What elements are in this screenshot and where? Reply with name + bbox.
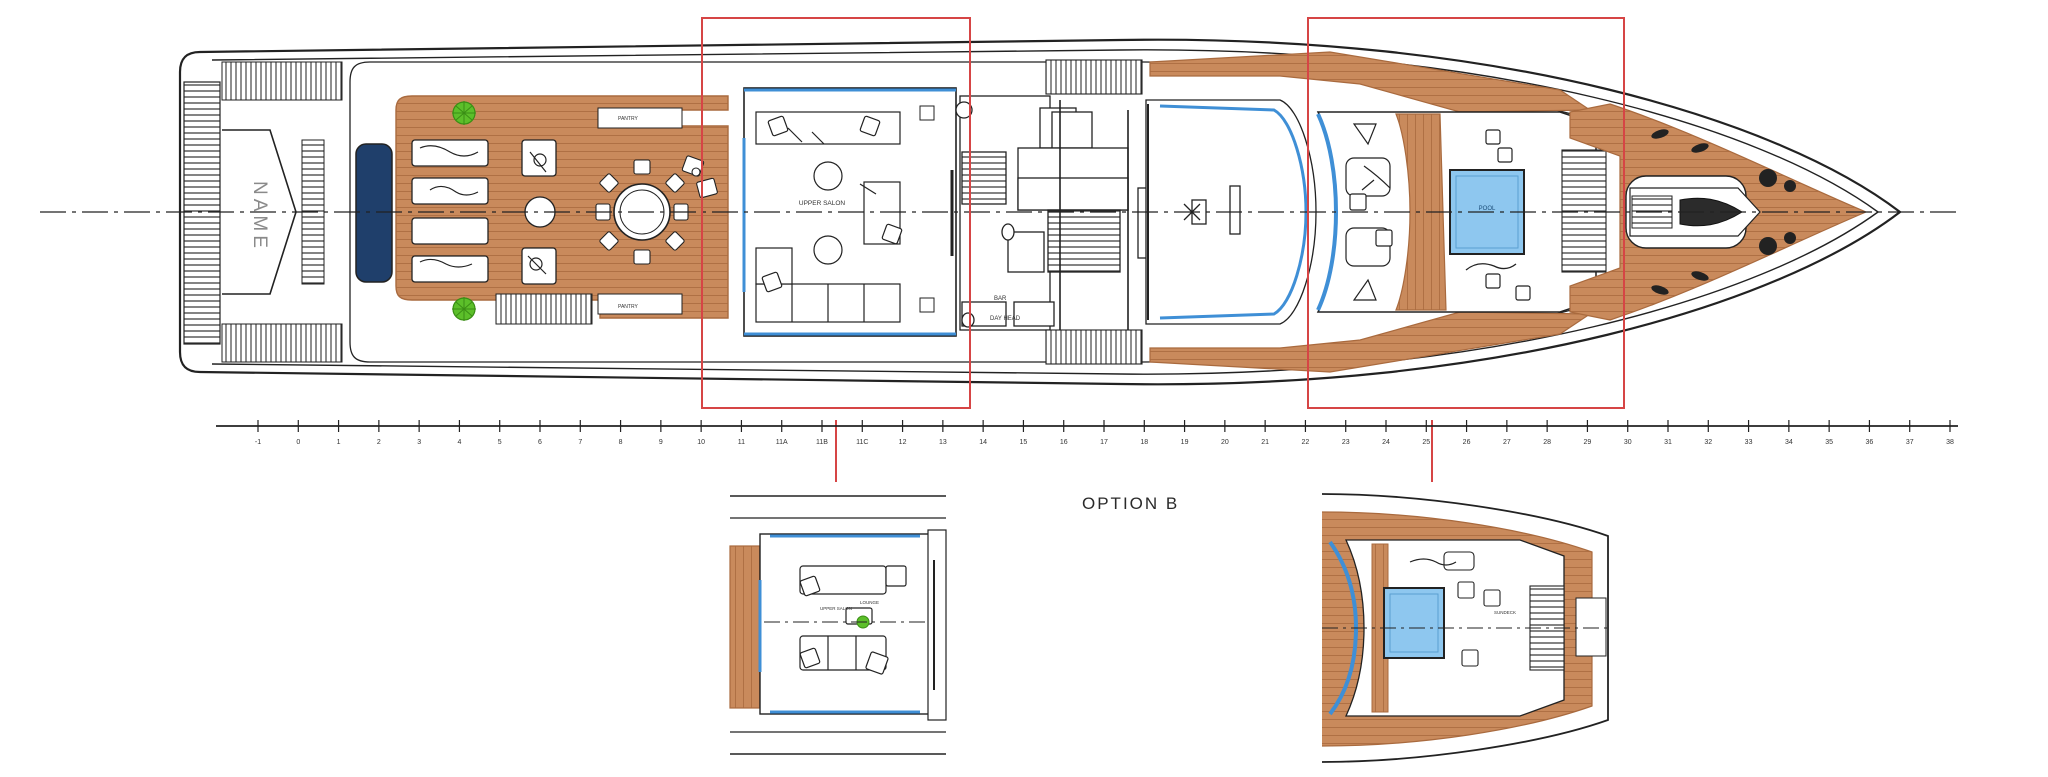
scale-tick-label: 22: [1302, 439, 1310, 446]
scale-tick-label: 31: [1664, 439, 1672, 446]
scale-tick-label: 24: [1382, 439, 1390, 446]
planter-aft-bottom-icon: [452, 297, 476, 321]
scale-tick-label: 11B: [816, 439, 828, 446]
scale-tick-label: 15: [1020, 439, 1028, 446]
stern-name-marking: NAME: [249, 181, 270, 252]
scale-tick-label: 21: [1261, 439, 1269, 446]
label-dayhead: DAY HEAD: [990, 316, 1021, 322]
scale-tick-label: 9: [659, 439, 663, 446]
stern-swim-platform: [183, 61, 393, 363]
scale-tick-label: 33: [1745, 439, 1753, 446]
scale-tick-label: 19: [1181, 439, 1189, 446]
label-pool: POOL: [1479, 206, 1496, 212]
sunbeds: [411, 139, 557, 285]
label-pantry-bottom: PANTRY: [618, 304, 638, 310]
scale-tick-label: 28: [1543, 439, 1551, 446]
scale-tick-label: 23: [1342, 439, 1350, 446]
person-figures: [419, 145, 547, 275]
label-bar: BAR: [994, 296, 1007, 302]
side-stairs: [1045, 59, 1143, 365]
scale-tick-label: 0: [296, 439, 300, 446]
scale-tick-label: 17: [1100, 439, 1108, 446]
option-b-bow-detail: SUNDECK: [1321, 493, 1609, 763]
scale-tick-label: 37: [1906, 439, 1914, 446]
scale-tick-label: 34: [1785, 439, 1793, 446]
scale-tick-label: 4: [457, 439, 461, 446]
label-option-salon: UPPER SALON: [820, 606, 852, 611]
label-option-bow: SUNDECK: [1494, 610, 1516, 615]
option-b-label: OPTION B: [1082, 494, 1180, 513]
scale-tick-label: 6: [538, 439, 542, 446]
scale-tick-label: 11C: [856, 439, 868, 446]
scale-tick-label: 12: [899, 439, 907, 446]
scale-tick-label: 38: [1946, 439, 1954, 446]
scale-tick-label: 2: [377, 439, 381, 446]
upper-salon: UPPER SALON: [742, 87, 957, 337]
scale-tick-label: 1: [337, 439, 341, 446]
scale-tick-label: 20: [1221, 439, 1229, 446]
scale-tick-label: 35: [1825, 439, 1833, 446]
foredeck-lounge: POOL: [1316, 111, 1607, 313]
option-b-salon-detail: UPPER SALON LOUNGE: [729, 495, 947, 755]
scale-tick-label: 25: [1422, 439, 1430, 446]
scale-tick-label: 10: [697, 439, 705, 446]
label-upper-salon: UPPER SALON: [799, 200, 846, 207]
scale-tick-label: 5: [498, 439, 502, 446]
scale-tick-label: 27: [1503, 439, 1511, 446]
scale-tick-label: 26: [1463, 439, 1471, 446]
scale-tick-label: 18: [1140, 439, 1148, 446]
scale-tick-label: 14: [979, 439, 987, 446]
scale-tick-label: 8: [619, 439, 623, 446]
planter-aft-top-icon: [452, 101, 476, 125]
scale-tick-label: 30: [1624, 439, 1632, 446]
scale-tick-label: -1: [255, 439, 261, 446]
highlight-boxes: [701, 17, 1625, 482]
scale-tick-label: 7: [578, 439, 582, 446]
scale-tick-label: 13: [939, 439, 947, 446]
scale-tick-label: 32: [1704, 439, 1712, 446]
label-pantry-top: PANTRY: [618, 116, 638, 122]
label-option-lounge: LOUNGE: [860, 600, 879, 605]
scale-tick-label: 11: [738, 439, 745, 446]
scale-tick-label: 36: [1866, 439, 1874, 446]
scale-tick-label: 11A: [776, 439, 788, 446]
scale-tick-label: 3: [417, 439, 421, 446]
scale-tick-label: 29: [1584, 439, 1592, 446]
scale-tick-label: 16: [1060, 439, 1068, 446]
